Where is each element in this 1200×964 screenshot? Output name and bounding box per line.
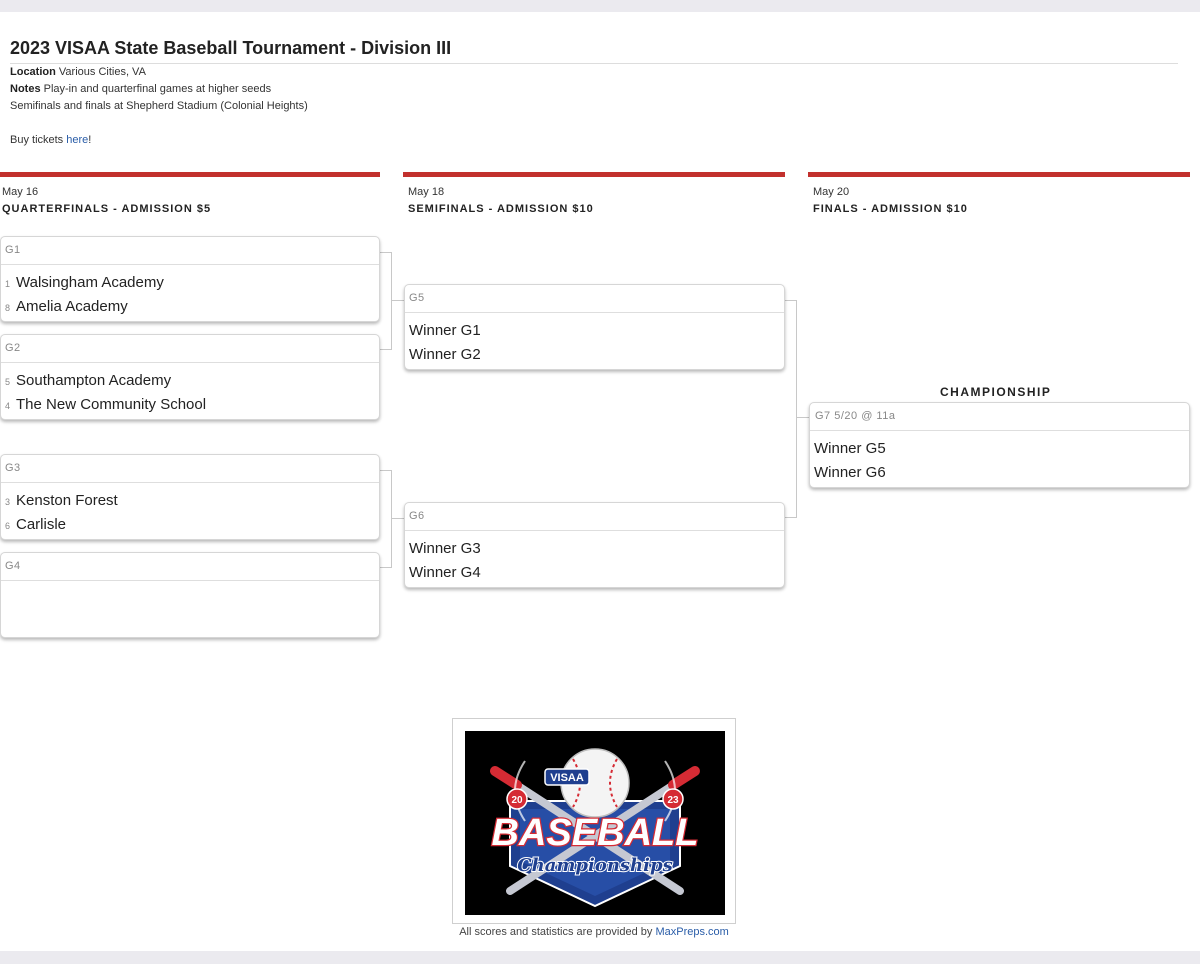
page-title: 2023 VISAA State Baseball Tournament - D… <box>10 38 452 58</box>
logo-word-baseball: BASEBALL <box>492 812 699 854</box>
team-row[interactable]: Winner G1 <box>409 322 481 339</box>
team-name: Walsingham Academy <box>16 274 164 291</box>
game-label: G5 <box>405 285 784 313</box>
team-row[interactable]: Winner G3 <box>409 540 481 557</box>
round-name: SEMIFINALS - ADMISSION $10 <box>408 203 594 215</box>
game-label: G3 <box>1 455 379 483</box>
team-seed: 8 <box>5 303 11 313</box>
team-row[interactable]: 1 Walsingham Academy <box>1 271 379 295</box>
team-row[interactable]: Winner G4 <box>409 564 481 581</box>
team-name: Carlisle <box>16 516 67 533</box>
location-label: Location <box>10 66 56 78</box>
team-seed: 6 <box>5 521 11 531</box>
bracket-page: 2023 VISAA State Baseball Tournament - D… <box>0 12 1200 951</box>
game-card-g3[interactable]: G3 3 Kenston Forest 6 Carlisle <box>0 454 380 540</box>
round-date: May 20 <box>813 186 850 198</box>
team-seed: 5 <box>5 377 11 387</box>
notes-label: Notes <box>10 83 41 95</box>
bracket-connector <box>784 300 797 518</box>
logo-year-right: 23 <box>667 795 679 806</box>
game-card-g2[interactable]: G2 5 Southampton Academy 4 The New Communi… <box>0 334 380 420</box>
game-label: G1 <box>1 237 379 265</box>
team-row[interactable]: 3 Kenston Forest <box>1 489 379 513</box>
tickets-line: Buy tickets here! <box>10 134 91 147</box>
logo-year-left: 20 <box>511 795 523 806</box>
game-card-g6[interactable]: G6 Winner G3 Winner G4 <box>404 502 785 588</box>
team-row[interactable]: 6 Carlisle <box>1 513 379 537</box>
game-card-g1[interactable]: G1 1 Walsingham Academy 8 Amelia Academy <box>0 236 380 322</box>
game-card-g4[interactable]: G4 <box>0 552 380 638</box>
championship-label: CHAMPIONSHIP <box>940 385 1052 399</box>
round-bar-finals <box>808 172 1190 177</box>
round-name: FINALS - ADMISSION $10 <box>813 203 968 215</box>
team-row[interactable]: 5 Southampton Academy <box>1 369 379 393</box>
logo-word-championships: Championships <box>517 855 672 876</box>
team-name: Southampton Academy <box>16 372 172 389</box>
bracket-connector <box>392 518 404 519</box>
bracket-connector <box>392 300 404 301</box>
team-row[interactable]: Winner G2 <box>409 346 481 363</box>
notes-value: Play-in and quarterfinal games at higher… <box>43 83 272 95</box>
team-seed: 4 <box>5 401 11 411</box>
footer-note: All scores and statistics are provided b… <box>0 926 1188 938</box>
team-row[interactable]: 4 The New Community School <box>1 393 379 417</box>
round-bar-semifinals <box>403 172 785 177</box>
team-row[interactable]: Winner G5 <box>814 440 886 457</box>
empty-teams <box>1 581 379 587</box>
tickets-link[interactable]: here <box>66 134 89 146</box>
team-row[interactable]: Winner G6 <box>814 464 886 481</box>
bracket-connector <box>379 252 392 350</box>
team-row[interactable]: 8 Amelia Academy <box>1 295 379 319</box>
bracket-connector <box>379 470 392 568</box>
team-name: Amelia Academy <box>16 298 128 315</box>
maxpreps-link[interactable]: MaxPreps.com <box>655 926 729 938</box>
game-label: G4 <box>1 553 379 581</box>
round-date: May 18 <box>408 186 445 198</box>
championship-logo: 20 23 VISAA BASEBALL Championships <box>465 731 725 915</box>
team-name: Kenston Forest <box>16 492 118 509</box>
championship-logo-frame: 20 23 VISAA BASEBALL Championships <box>452 718 736 924</box>
game-card-g5[interactable]: G5 Winner G1 Winner G2 <box>404 284 785 370</box>
team-seed: 3 <box>5 497 11 507</box>
location-line: Location Various Cities, VA <box>10 66 146 79</box>
notes-line: Notes Play-in and quarterfinal games at … <box>10 83 271 96</box>
round-name: QUARTERFINALS - ADMISSION $5 <box>2 203 212 215</box>
notes-line-2: Semifinals and finals at Shepherd Stadiu… <box>10 100 308 112</box>
baseball-logo-graphic: 20 23 VISAA BASEBALL Championships <box>490 748 700 908</box>
round-bar-quarterfinals <box>0 172 380 177</box>
title-divider <box>10 63 1178 64</box>
game-label: G6 <box>405 503 784 531</box>
tickets-text: Buy tickets <box>10 134 64 146</box>
logo-org: VISAA <box>550 772 584 784</box>
team-name: The New Community School <box>16 396 207 413</box>
game-card-g7[interactable]: G7 5/20 @ 11a Winner G5 Winner G6 <box>809 402 1190 488</box>
bracket-connector <box>797 417 810 418</box>
team-seed: 1 <box>5 279 11 289</box>
game-label: G7 5/20 @ 11a <box>810 403 1189 431</box>
tickets-suffix: ! <box>88 134 92 146</box>
game-label: G2 <box>1 335 379 363</box>
round-date: May 16 <box>2 186 39 198</box>
footer-text: All scores and statistics are provided b… <box>459 926 653 938</box>
location-value: Various Cities, VA <box>58 66 146 78</box>
